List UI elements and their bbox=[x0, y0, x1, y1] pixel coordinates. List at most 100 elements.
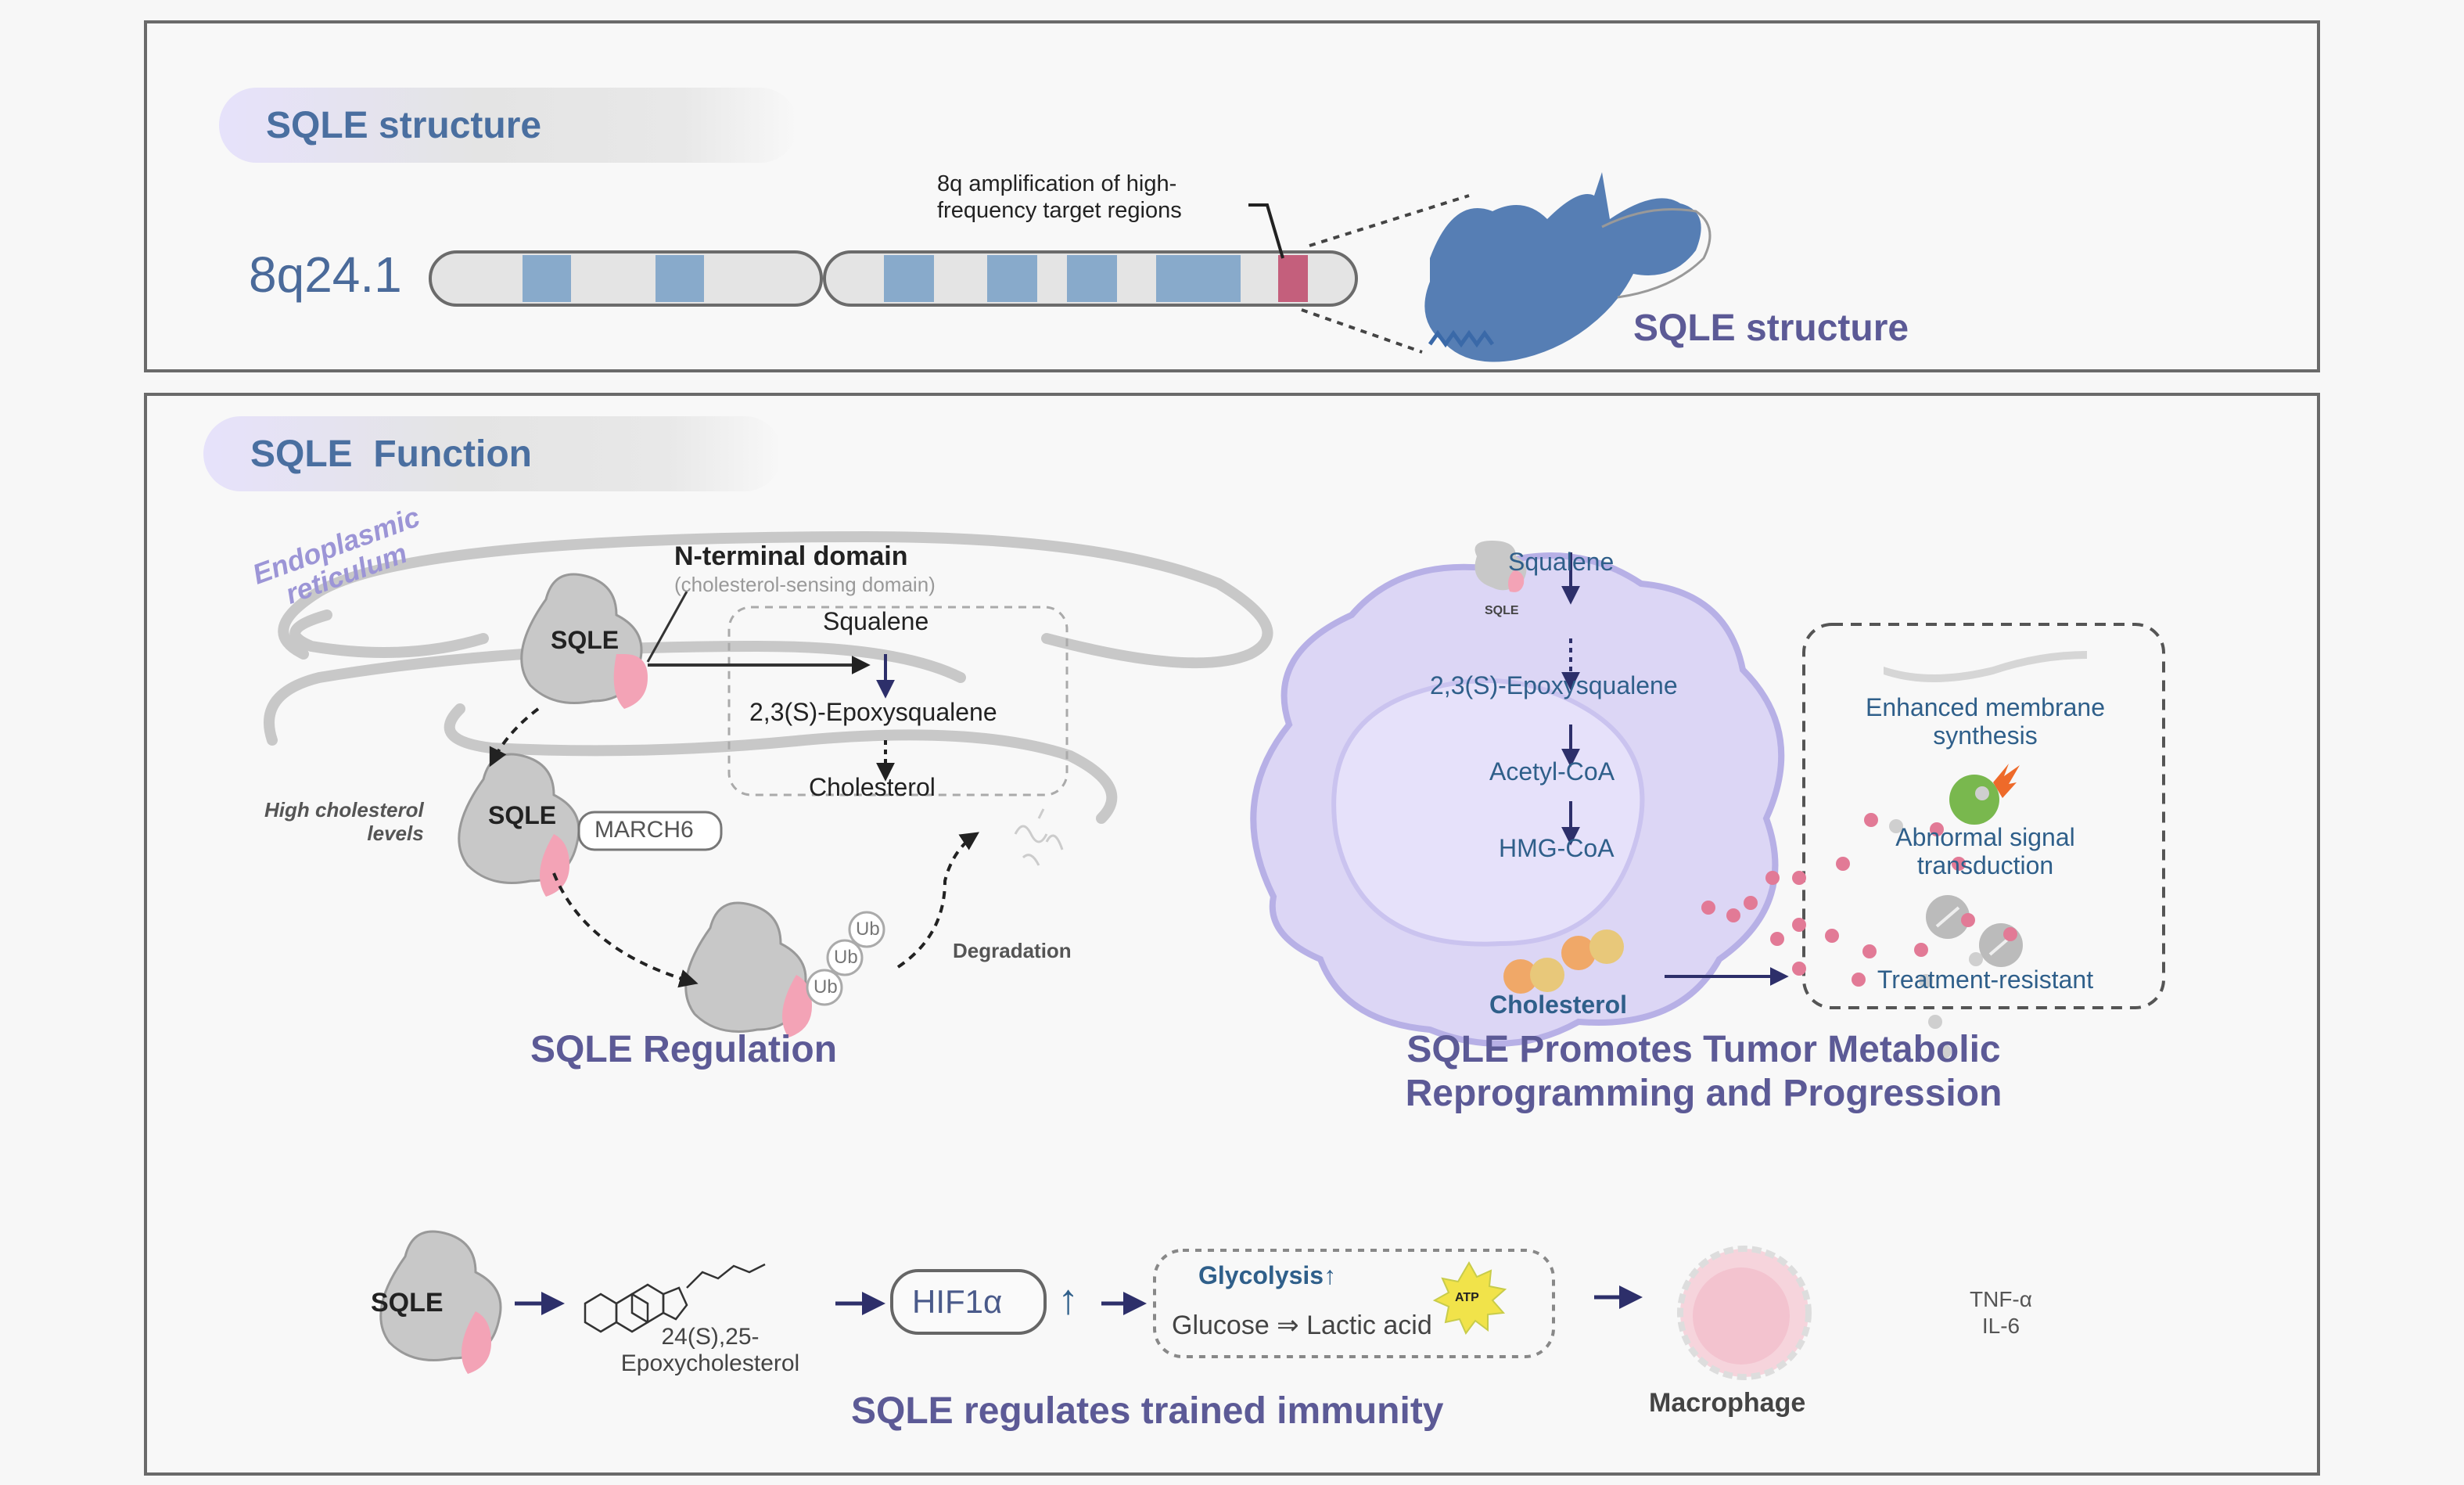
cytokine-dot bbox=[1930, 822, 1944, 836]
cytokine-dot bbox=[1952, 857, 1966, 871]
effect-treatment-resistant: Treatment-resistant bbox=[1877, 965, 2094, 994]
protein-structure-label: SQLE structure bbox=[1633, 307, 1909, 349]
cytokine-dot bbox=[1862, 944, 1877, 958]
cytokine-dot bbox=[1889, 819, 1903, 833]
arrow-to-march6 bbox=[489, 707, 540, 768]
hif1a-box bbox=[890, 1269, 1047, 1335]
effect-2-line2: transduction bbox=[1916, 851, 2054, 879]
sqle-protein-march6 bbox=[458, 753, 580, 897]
high-cholesterol-label: High cholesterol levels bbox=[264, 798, 424, 845]
atp-label: ATP bbox=[1455, 1291, 1479, 1304]
locus-label: 8q24.1 bbox=[249, 246, 402, 303]
cytokine-dot bbox=[1792, 871, 1806, 885]
metabolite-line1: 24(S),25- bbox=[661, 1324, 760, 1350]
function-panel: SQLE Function bbox=[144, 393, 2320, 1476]
tumor-heading: SQLE Promotes Tumor Metabolic Reprogramm… bbox=[1367, 1028, 2040, 1116]
ubiquitinated-sqle bbox=[684, 901, 885, 1037]
high-cholesterol-line1: High cholesterol bbox=[264, 798, 424, 822]
tumor-heading-line1: SQLE Promotes Tumor Metabolic bbox=[1406, 1029, 2001, 1070]
signal-icon bbox=[1949, 764, 2020, 825]
n-terminal-leader bbox=[646, 591, 688, 663]
reg-pathway-epoxysqualene: 2,3(S)-Epoxysqualene bbox=[749, 698, 997, 726]
cytokine-dot bbox=[1961, 913, 1975, 927]
chromosome-p-arm bbox=[429, 250, 823, 307]
tumor-sqle-label: SQLE bbox=[1485, 604, 1519, 617]
membrane-icon bbox=[1884, 651, 2087, 682]
tumor-pathway-cholesterol: Cholesterol bbox=[1489, 991, 1628, 1019]
sqle-protein-er bbox=[520, 573, 648, 709]
cytokine-dots bbox=[1701, 786, 2017, 1059]
amplification-note: 8q amplification of high- frequency targ… bbox=[937, 171, 1182, 224]
cytokine-il6: IL-6 bbox=[1981, 1314, 2020, 1338]
chromosome-band bbox=[1156, 255, 1241, 302]
sqle-label-er: SQLE bbox=[551, 626, 620, 654]
protein-structure-icon bbox=[1424, 172, 1712, 362]
zoom-line-bottom bbox=[1301, 308, 1423, 354]
nucleus bbox=[1331, 678, 1645, 947]
macrophage-label: Macrophage bbox=[1649, 1388, 1806, 1418]
cytokine-dot bbox=[1969, 952, 1983, 966]
reg-pathway-cholesterol: Cholesterol bbox=[809, 773, 936, 801]
ubiquitin-circle bbox=[806, 969, 843, 1006]
cytokine-dot bbox=[2003, 927, 2017, 941]
ubiquitin-label-2: Ub bbox=[834, 947, 858, 968]
metabolite-label: 24(S),25- Epoxycholesterol bbox=[569, 1324, 851, 1377]
cytokine-dot bbox=[1765, 871, 1780, 885]
glycolysis-label: Glycolysis↑ bbox=[1198, 1261, 1337, 1289]
degraded-fragments-icon bbox=[1014, 808, 1064, 866]
function-title: SQLE Function bbox=[250, 433, 532, 475]
march6-box bbox=[577, 811, 723, 851]
chromosome-band bbox=[987, 255, 1037, 302]
regulation-heading: SQLE Regulation bbox=[530, 1029, 838, 1070]
sqle-label-march6: SQLE bbox=[488, 801, 557, 829]
cytokine-dot bbox=[1836, 857, 1850, 871]
sqle-protein-immunity bbox=[379, 1230, 502, 1374]
tumor-pathway-epoxysqualene: 2,3(S)-Epoxysqualene bbox=[1430, 671, 1678, 699]
tumor-pathway-acetyl-coa: Acetyl-CoA bbox=[1489, 757, 1615, 786]
degradation-label: Degradation bbox=[953, 939, 1072, 962]
cytokine-dot bbox=[1701, 901, 1715, 915]
cytokine-dot bbox=[1744, 896, 1758, 910]
ubiquitin-circle bbox=[848, 911, 885, 948]
cytokine-dot bbox=[1770, 932, 1784, 946]
chromosome bbox=[429, 250, 1358, 307]
ubiquitin-circle bbox=[826, 939, 864, 976]
cholesterol-droplets-icon bbox=[1503, 929, 1624, 994]
cytokine-label: TNF-α IL-6 bbox=[1970, 1286, 2032, 1339]
ubiquitin-label-1: Ub bbox=[814, 976, 838, 998]
structure-title-pill: SQLE structure bbox=[219, 88, 798, 163]
effect-signal-transduction: Abnormal signal transduction bbox=[1837, 823, 2134, 879]
annotation-leader-line bbox=[1248, 203, 1284, 259]
cytokine-dot bbox=[1825, 929, 1839, 943]
march6-label: MARCH6 bbox=[594, 817, 694, 843]
cytokine-dot bbox=[1792, 962, 1806, 976]
chromosome-diagram bbox=[429, 172, 1712, 362]
cytokine-dot bbox=[1864, 813, 1878, 827]
tumor-cell bbox=[1250, 541, 1785, 1047]
chromosome-band bbox=[523, 255, 571, 302]
high-cholesterol-line2: levels bbox=[367, 822, 424, 845]
effect-membrane-synthesis: Enhanced membrane synthesis bbox=[1837, 693, 2134, 750]
effect-2-line1: Abnormal signal bbox=[1895, 823, 2075, 851]
amplified-band bbox=[1278, 255, 1308, 302]
cytokine-dot bbox=[1919, 974, 1933, 988]
epoxycholesterol-structure-icon bbox=[584, 1263, 766, 1333]
amplification-note-line2: frequency target regions bbox=[937, 198, 1182, 223]
arrow-to-ubiquitination bbox=[552, 872, 699, 988]
cytokine-dot bbox=[1914, 943, 1928, 957]
tumor-pathway-squalene: Squalene bbox=[1508, 548, 1615, 576]
immunity-heading: SQLE regulates trained immunity bbox=[851, 1390, 1444, 1432]
tumor-pathway-hmg-coa: HMG-CoA bbox=[1499, 834, 1615, 862]
glycolysis-box bbox=[1153, 1249, 1555, 1358]
function-diagram bbox=[264, 530, 2165, 1380]
atp-burst-icon bbox=[1432, 1260, 1507, 1335]
cytokine-dot bbox=[1938, 1045, 1952, 1059]
macrophage-icon bbox=[1677, 1246, 1812, 1380]
n-terminal-title: N-terminal domain bbox=[674, 541, 908, 571]
function-title-pill: SQLE Function bbox=[203, 416, 782, 491]
hif1a-label: HIF1α bbox=[912, 1283, 1003, 1320]
metabolite-line2: Epoxycholesterol bbox=[620, 1350, 800, 1376]
cytokine-dot bbox=[1975, 786, 1989, 800]
amplification-note-line1: 8q amplification of high- bbox=[937, 171, 1177, 196]
regulation-pathway-box bbox=[727, 606, 1069, 796]
